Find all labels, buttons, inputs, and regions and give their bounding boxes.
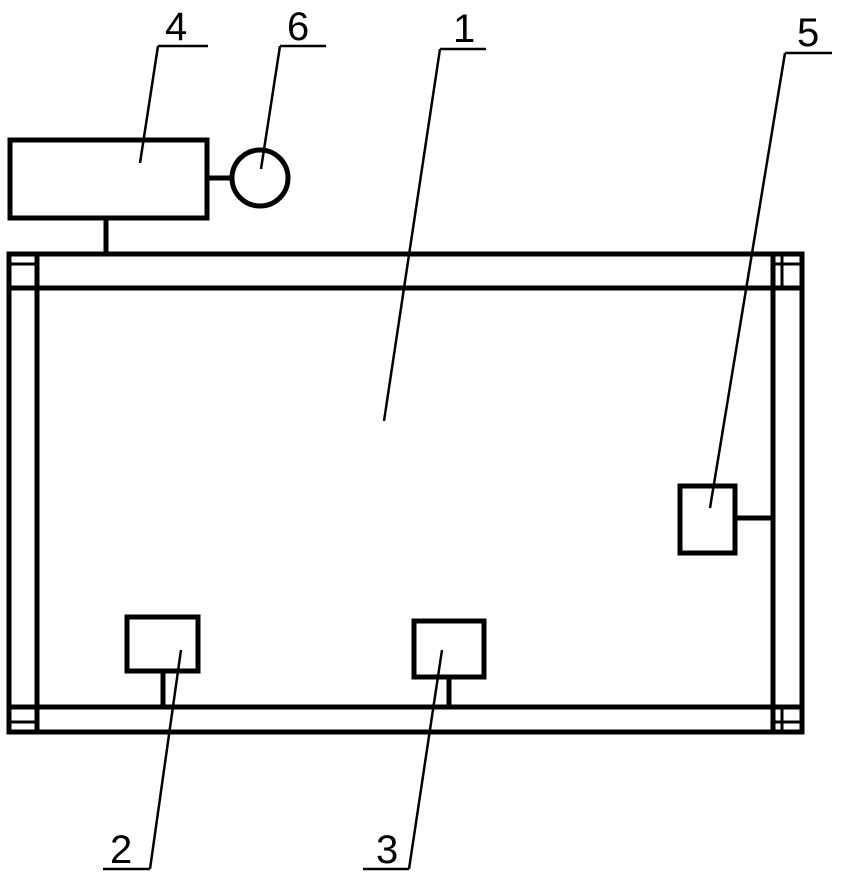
leader-5-line [708,52,787,509]
component-4-box [7,137,210,221]
leader-4-line [138,45,160,164]
component-2-box [124,614,201,674]
label-4: 4 [165,5,187,49]
leader-2-line [148,649,183,870]
component-6-circle [229,147,291,209]
leader-3-line [407,649,444,870]
component-5-box [677,483,738,556]
label-3: 3 [376,828,398,872]
leader-1-line [382,48,442,422]
label-6: 6 [287,5,309,49]
leader-6-line [259,45,282,170]
label-5: 5 [797,11,819,55]
component-3-box [411,618,487,680]
enclosure-outer-frame [6,251,805,735]
label-1: 1 [453,7,475,51]
label-2: 2 [110,828,132,872]
